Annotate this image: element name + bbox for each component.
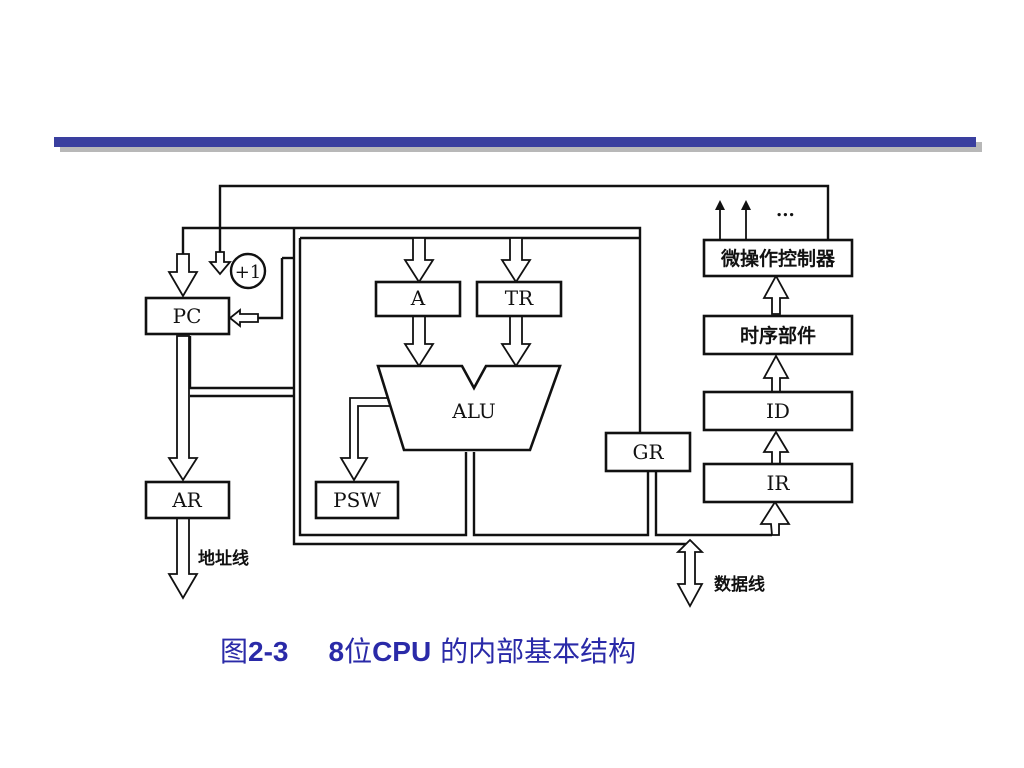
arrow-incrementer-to-pc	[228, 308, 259, 328]
block-timing: 时序部件	[702, 314, 854, 356]
block-tr-label: TR	[505, 286, 534, 310]
block-gr: GR	[604, 431, 692, 473]
address-bus-label: 地址线	[198, 548, 249, 569]
block-alu-label: ALU	[451, 399, 496, 423]
arrow-timing-to-controller	[762, 274, 790, 315]
block-gr-label: GR	[632, 440, 664, 464]
arrow-data-bus	[675, 538, 705, 608]
block-pc-label: PC	[173, 304, 202, 328]
block-a: A	[374, 280, 462, 318]
block-id: ID	[702, 390, 854, 432]
block-tr: TR	[475, 280, 563, 318]
block-psw-label: PSW	[333, 488, 381, 512]
block-micro-controller-label: 微操作控制器	[720, 247, 836, 270]
figure-caption: 图2-3 8位CPU 的内部基本结构	[220, 630, 636, 670]
caption-title-cpu: CPU	[372, 636, 432, 667]
block-psw: PSW	[314, 480, 400, 520]
arrow-to-tr	[500, 237, 532, 284]
arrow-a-to-alu	[403, 315, 435, 368]
control-feedback-loop	[181, 184, 830, 440]
block-pc: PC	[144, 296, 231, 336]
caption-title-cn2: 的内部基本结构	[431, 635, 637, 668]
arrow-to-a	[403, 237, 435, 284]
arrow-to-pc	[167, 253, 199, 298]
block-id-label: ID	[766, 399, 790, 423]
arrow-ir-to-id	[762, 430, 790, 465]
data-bus-label: 数据线	[714, 574, 765, 595]
block-a-label: A	[410, 286, 426, 310]
arrow-alu-to-psw	[339, 397, 394, 482]
arrow-to-ir	[759, 500, 791, 536]
internal-bus	[188, 228, 772, 546]
block-timing-label: 时序部件	[740, 324, 816, 347]
arrow-tr-to-alu	[500, 315, 532, 368]
arrows	[167, 200, 791, 608]
caption-number: 2-3	[248, 636, 289, 667]
block-incrementer-label: +1	[235, 262, 262, 283]
caption-prefix: 图	[220, 635, 249, 668]
block-ar: AR	[144, 480, 231, 520]
arrow-address-bus	[167, 517, 199, 600]
block-ar-label: AR	[171, 488, 202, 512]
block-ir: IR	[702, 462, 854, 504]
header-bar	[54, 137, 976, 147]
arrow-to-ar	[167, 335, 199, 482]
block-incrementer: +1	[229, 252, 267, 290]
caption-title-lead: 8	[328, 636, 345, 667]
arrow-id-to-timing	[762, 354, 790, 393]
block-micro-controller: 微操作控制器	[702, 238, 854, 278]
block-alu: ALU	[376, 364, 562, 452]
block-ir-label: IR	[767, 471, 791, 495]
caption-title-cn1: 位	[344, 635, 373, 668]
arrow-to-incrementer	[208, 251, 232, 276]
control-signals-ellipsis: ...	[776, 200, 795, 221]
